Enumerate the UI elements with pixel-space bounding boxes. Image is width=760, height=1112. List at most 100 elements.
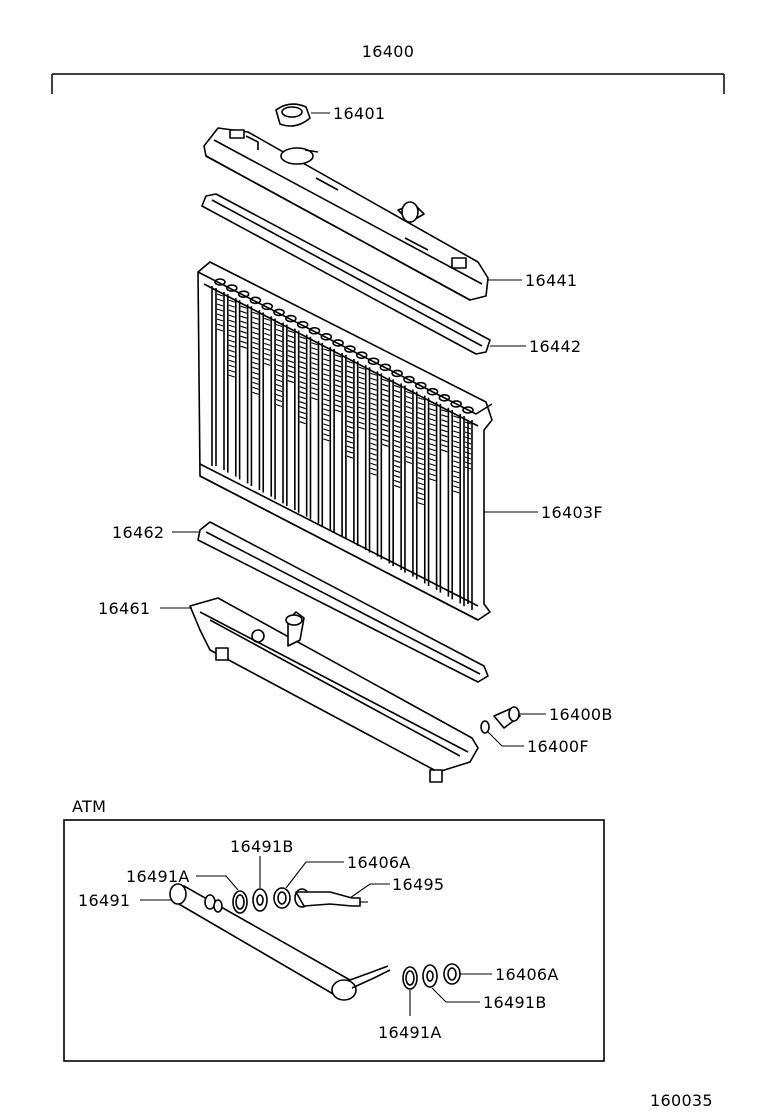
core-tube	[415, 391, 426, 584]
assembly-number: 16400	[362, 42, 414, 61]
atm-label: ATM	[72, 797, 106, 816]
core-fin-hatch	[216, 293, 224, 332]
core-fin-hatch	[334, 354, 342, 413]
core-header-slot	[285, 314, 297, 323]
core-tube	[262, 312, 273, 497]
oil-cooler: 16491	[78, 883, 391, 1001]
core-tube	[380, 373, 391, 564]
callout-16400B: 16400B	[549, 705, 613, 724]
core-fin-hatch	[370, 372, 377, 476]
callout-16403F: 16403F	[541, 503, 603, 522]
core-fin-hatch	[323, 348, 330, 442]
atm-section: ATM 16491 16491A 16491B	[63, 797, 605, 1062]
callout-16495: 16495	[392, 875, 444, 894]
core-tube	[404, 385, 414, 577]
callout-16400F: 16400F	[527, 737, 589, 756]
core-fin-hatch	[393, 384, 401, 488]
core-header-slot	[462, 406, 474, 414]
pipe-16495: 16495	[294, 875, 444, 908]
core-header-slot	[355, 351, 368, 359]
core-fin-hatch	[429, 403, 436, 482]
core-header-slot	[379, 363, 392, 372]
core-header-slot	[438, 394, 451, 402]
core-fin-hatch	[405, 391, 413, 465]
core-header-slot	[226, 284, 238, 292]
core-tube	[286, 324, 296, 510]
core-tube	[321, 342, 332, 530]
union-16406A-top: 16406A	[273, 853, 411, 909]
core-header-slot	[237, 290, 250, 298]
callout-16491: 16491	[78, 891, 130, 910]
core-header-slot	[391, 369, 403, 378]
core-header-slot	[403, 375, 415, 384]
core-fin-hatch	[417, 397, 424, 506]
figure-number: 160035	[650, 1091, 713, 1110]
callout-16491A-top: 16491A	[126, 867, 190, 886]
core-header-slot	[296, 320, 309, 329]
gasket-16491A-top: 16491A	[126, 867, 248, 914]
callout-16401: 16401	[333, 104, 385, 123]
core-fin-hatch	[240, 305, 247, 349]
lower-tank: 16461	[98, 597, 479, 783]
core-fin-hatch	[441, 409, 448, 453]
core-fin-hatch	[346, 360, 354, 459]
union-16406A-bottom: 16406A	[443, 963, 559, 985]
washer-16491B-bottom: 16491B	[422, 964, 547, 1012]
core-tube	[215, 288, 225, 470]
gasket-16491A-bottom: 16491A	[378, 966, 441, 1042]
core-header-slot	[450, 400, 462, 408]
radiator-cap: 16401	[275, 103, 385, 127]
core-fin-hatch	[299, 336, 306, 425]
core-tube	[274, 318, 284, 504]
core-tube	[333, 348, 343, 537]
core-tube	[250, 306, 261, 490]
callout-16406A-bottom: 16406A	[495, 965, 559, 984]
core-header-slot	[332, 339, 344, 347]
core-fin-hatch	[358, 366, 365, 430]
core-tube	[463, 416, 473, 610]
core-header-slot	[367, 357, 380, 366]
core-fin-hatch	[275, 323, 283, 407]
callout-16462: 16462	[112, 523, 164, 542]
core-tube	[439, 403, 450, 597]
core-fin-hatch	[287, 330, 295, 384]
core-fin-hatch	[453, 415, 460, 494]
upper-tank: 16441	[203, 127, 577, 301]
core-tube	[427, 397, 438, 590]
core-header-slot	[414, 381, 427, 390]
core-header-slot	[320, 333, 333, 341]
core-header-slot	[344, 345, 356, 353]
core-tube	[227, 294, 237, 477]
core-fin-hatch	[382, 378, 389, 447]
upper-gasket: 16442	[201, 193, 581, 356]
callout-16441: 16441	[525, 271, 577, 290]
core-header-slot	[426, 387, 439, 396]
callout-16491B-bottom: 16491B	[483, 993, 547, 1012]
core-tube	[356, 361, 367, 550]
core-tube	[368, 367, 379, 557]
callout-16491B-top: 16491B	[230, 837, 294, 856]
core-header-slot	[261, 302, 274, 311]
callout-16461: 16461	[98, 599, 150, 618]
core-tube	[309, 336, 320, 524]
lower-gasket: 16462	[112, 521, 489, 683]
callout-16406A-top: 16406A	[347, 853, 411, 872]
core-header-slot	[249, 296, 262, 305]
core-fin-hatch	[464, 421, 472, 470]
core-fin-hatch	[228, 299, 235, 378]
core-header-slot	[308, 326, 321, 335]
core-header-slot	[214, 278, 226, 286]
core-tube	[392, 379, 402, 570]
callout-16442: 16442	[529, 337, 581, 356]
core-tube	[451, 409, 461, 604]
core-fin-hatch	[264, 317, 271, 366]
core-fin-hatch	[252, 311, 259, 395]
core-fin-hatch	[311, 342, 318, 401]
drain-o-ring: 16400F	[480, 720, 589, 756]
core-header-slot	[273, 308, 285, 317]
core-tube	[345, 355, 355, 544]
core-tube	[297, 330, 308, 517]
radiator-core: 16403F	[197, 261, 603, 621]
core-tube	[238, 300, 249, 484]
